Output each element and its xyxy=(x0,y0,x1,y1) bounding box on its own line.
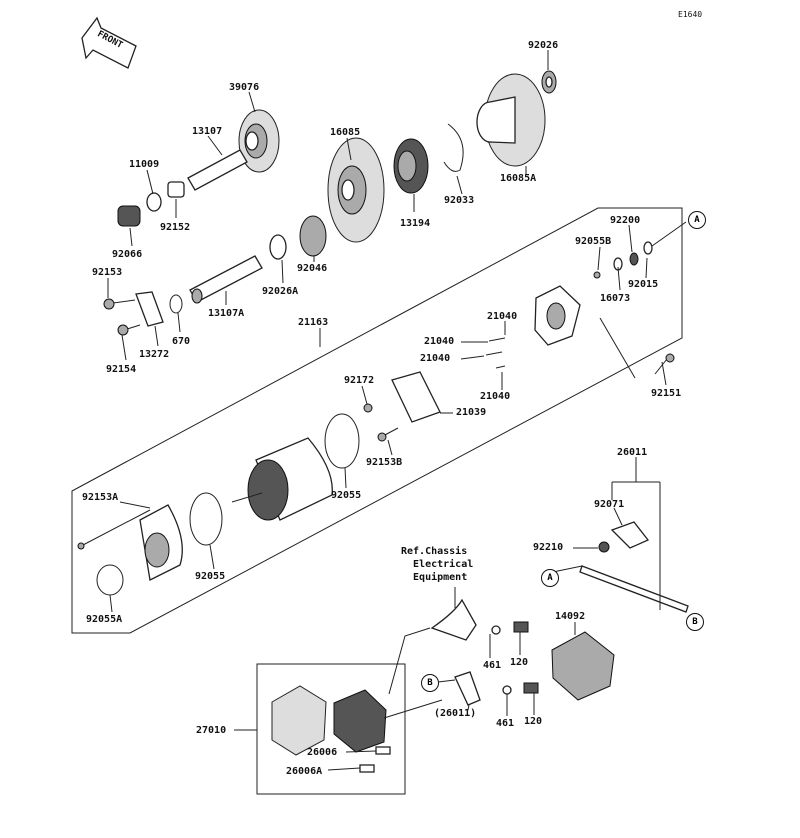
callout-b: B xyxy=(686,613,704,631)
washer-92026A xyxy=(269,234,287,260)
bolt-92154 xyxy=(117,324,141,336)
part-label: 120 xyxy=(510,657,529,668)
part-label: (26011) xyxy=(434,708,477,719)
part-label: 92066 xyxy=(112,249,143,260)
part-label: 92172 xyxy=(344,375,375,386)
washers-92200 xyxy=(593,241,653,279)
oring-92055A xyxy=(96,564,124,596)
gear-16085A xyxy=(476,73,546,167)
washer-11009 xyxy=(146,192,162,212)
part-label: 16085A xyxy=(500,173,537,184)
shaft-13107 xyxy=(187,149,248,191)
part-label: 120 xyxy=(524,716,543,727)
callout-b: B xyxy=(421,674,439,692)
part-label: 92151 xyxy=(651,388,682,399)
bolt-92172 xyxy=(363,403,373,413)
part-label: 92033 xyxy=(444,195,475,206)
front-arrow-icon xyxy=(81,16,137,69)
end-cover xyxy=(139,504,183,581)
part-label: 92046 xyxy=(297,263,328,274)
circlip-92033 xyxy=(443,123,464,172)
gear-16085 xyxy=(327,137,385,243)
cap-92066 xyxy=(117,205,141,227)
leader-lines xyxy=(107,50,687,771)
part-label: 92210 xyxy=(533,542,564,553)
part-label: 92055B xyxy=(575,236,612,247)
part-label: 461 xyxy=(496,718,515,729)
part-label: 26006A xyxy=(286,766,323,777)
part-label: 92015 xyxy=(628,279,659,290)
part-label: 670 xyxy=(172,336,191,347)
part-label: 26011 xyxy=(617,447,648,458)
part-label: 16085 xyxy=(330,127,361,138)
bearing-92046 xyxy=(299,215,327,257)
gear-39076 xyxy=(238,109,280,173)
plate-13272 xyxy=(135,291,164,327)
part-label: 21040 xyxy=(487,311,518,322)
callout-a: A xyxy=(688,211,706,229)
brush-holder-21039 xyxy=(391,371,441,423)
assembly-outline xyxy=(71,207,683,634)
end-bracket xyxy=(534,285,581,346)
part-label: 92153B xyxy=(366,457,403,468)
part-label: 13272 xyxy=(139,349,170,360)
part-label: 21039 xyxy=(456,407,487,418)
part-label: 14092 xyxy=(555,611,586,622)
part-label: 92026 xyxy=(528,40,559,51)
callout-a: A xyxy=(541,569,559,587)
part-label: 92055 xyxy=(195,571,226,582)
part-label: 92055A xyxy=(86,614,123,625)
bushing-92152 xyxy=(167,181,185,198)
bolt-92153A xyxy=(77,509,151,550)
part-label: 92071 xyxy=(594,499,625,510)
oring-670 xyxy=(169,294,183,314)
part-label: 21040 xyxy=(424,336,455,347)
part-label: 92026A xyxy=(262,286,299,297)
part-label: 21040 xyxy=(480,391,511,402)
part-label: 92152 xyxy=(160,222,191,233)
part-label: 461 xyxy=(483,660,502,671)
part-label: 16073 xyxy=(600,293,631,304)
bolt-92151 xyxy=(599,317,675,379)
part-label: 13107 xyxy=(192,126,223,137)
springs-21040 xyxy=(485,337,506,369)
bracket-ref xyxy=(388,598,477,695)
part-label: 11009 xyxy=(129,159,160,170)
oring-92055 xyxy=(189,413,360,546)
part-label: 13194 xyxy=(400,218,431,229)
part-label: 26006 xyxy=(307,747,338,758)
part-label: 92153A xyxy=(82,492,119,503)
diagram-code: E1640 xyxy=(678,10,703,19)
relay-box-outline xyxy=(256,663,406,795)
part-label: 21163 xyxy=(298,317,329,328)
washer-92026 xyxy=(541,70,557,94)
part-label: 92154 xyxy=(106,364,137,375)
part-label: 92200 xyxy=(610,215,641,226)
bolt-92153B xyxy=(377,427,399,442)
terminal-parts xyxy=(454,621,539,706)
part-label: 13107A xyxy=(208,308,245,319)
shaft-13107A xyxy=(189,255,263,304)
motor-yoke xyxy=(231,437,333,521)
part-label: 92055 xyxy=(331,490,362,501)
part-label: 27010 xyxy=(196,725,227,736)
part-label: 92153 xyxy=(92,267,123,278)
lead-26011 xyxy=(579,481,689,613)
part-label: 39076 xyxy=(229,82,260,93)
relay-27010 xyxy=(271,685,443,756)
part-label: 21040 xyxy=(420,353,451,364)
relay-14092 xyxy=(551,631,615,701)
chassis-reference-note: Ref.Chassis Electrical Equipment xyxy=(401,546,474,583)
clutch-13194 xyxy=(393,138,429,194)
bolt-92153 xyxy=(103,298,136,310)
